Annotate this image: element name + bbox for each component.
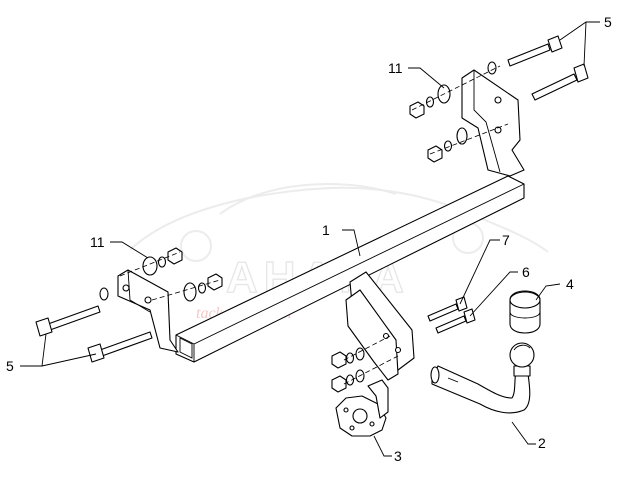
- axis-right-lower: [429, 123, 509, 155]
- fastener-stack-right: [409, 65, 509, 163]
- bolt-left-lower-shank: [99, 331, 153, 357]
- callout-5-right: 5: [604, 14, 612, 30]
- washer-left-lower: [183, 282, 197, 302]
- axis-left-lower: [151, 279, 221, 301]
- left-side-bracket: [117, 269, 179, 353]
- callout-1: 1: [322, 222, 330, 238]
- washer-centre-upper-2: [355, 347, 365, 361]
- leader-6: [469, 271, 518, 317]
- fastener-stack-centre: [331, 296, 476, 393]
- leader-11a: [408, 67, 445, 89]
- ball-cap-top: [509, 291, 541, 309]
- right-bracket-hole-lower: [494, 126, 502, 134]
- callout-11-left: 11: [90, 234, 105, 250]
- callout-labels: 1 2 3 4 5 5 6 7 11 11: [6, 14, 612, 464]
- centre-plate-hole-1: [382, 332, 390, 340]
- leader-7: [459, 239, 500, 305]
- ball-cap: [509, 290, 541, 334]
- centre-plate-hole-2: [394, 346, 402, 354]
- leader-3: [373, 435, 392, 457]
- washer-right-lower: [456, 127, 468, 145]
- lock-washer-left-upper: [157, 256, 167, 268]
- bolt-right-upper-shank: [507, 43, 551, 67]
- watermark-car-wheel-front: [180, 230, 212, 262]
- axis-right-upper: [411, 65, 501, 111]
- towball-ball-shine: [513, 344, 531, 351]
- bolt-left-upper-head: [35, 317, 53, 337]
- main-crossbar: [175, 175, 525, 363]
- nut-centre-lower: [331, 375, 347, 393]
- callout-2: 2: [538, 435, 546, 451]
- left-bracket-hole-lower: [144, 296, 152, 304]
- towball-neck-hole: [447, 377, 459, 383]
- left-bracket-flange: [127, 269, 151, 313]
- socket-plate-hole-3: [349, 425, 355, 431]
- socket-plate-centre-hole: [352, 408, 368, 424]
- socket-plate-arm: [367, 379, 389, 419]
- callout-4: 4: [566, 276, 574, 292]
- washer-left-bolt: [99, 287, 109, 301]
- lock-washer-left-lower: [197, 282, 207, 294]
- ball-cap-ring: [509, 311, 541, 319]
- axis-centre-lower: [343, 355, 399, 385]
- leader-2: [511, 421, 536, 445]
- nut-centre-upper: [331, 351, 347, 369]
- leader-5b: [20, 333, 97, 367]
- washer-centre-lower: [345, 374, 355, 386]
- bolt-6-head: [463, 308, 476, 324]
- washer-centre-upper: [345, 352, 355, 364]
- bolt-right-upper-head: [547, 35, 563, 53]
- socket-plate-hole-1: [343, 407, 349, 413]
- left-bracket-hole-upper: [122, 284, 130, 292]
- callout-11-right: 11: [388, 60, 403, 76]
- bolt-7-head: [455, 296, 468, 312]
- crossbar-tube-edge: [175, 183, 525, 362]
- nut-left-lower: [207, 273, 223, 291]
- callout-3: 3: [394, 448, 402, 464]
- axis-left-upper: [119, 251, 181, 277]
- towball-neck: [430, 342, 535, 414]
- leader-lines: [20, 21, 600, 457]
- bolt-left-lower-head: [87, 343, 105, 363]
- centre-plate-front: [345, 289, 399, 381]
- left-bracket-plate: [117, 269, 179, 353]
- socket-plate-hole-2: [369, 421, 375, 427]
- callout-7: 7: [502, 232, 510, 248]
- bolt-left-upper-shank: [47, 305, 101, 331]
- lock-washer-right-lower: [443, 140, 453, 152]
- right-side-bracket: [461, 69, 525, 177]
- callout-6: 6: [522, 264, 530, 280]
- callout-5-left: 5: [6, 358, 14, 374]
- leader-4: [535, 283, 561, 301]
- leader-1: [342, 229, 361, 257]
- socket-plate: [335, 379, 389, 437]
- axis-centre-upper: [343, 335, 391, 361]
- nut-left-upper: [167, 247, 183, 265]
- towball-neck-end: [430, 366, 440, 384]
- bolt-7-shank: [427, 303, 459, 322]
- leader-11b: [110, 241, 149, 259]
- fastener-stack-left: [35, 247, 223, 363]
- nut-right-lower: [427, 145, 443, 163]
- washer-11-left: [142, 256, 158, 276]
- towball-ball: [509, 342, 535, 368]
- lock-washer-right-upper: [425, 96, 435, 108]
- washer-right-upper: [487, 61, 497, 75]
- watermark-car-roof: [219, 182, 397, 215]
- bolt-6-shank: [435, 315, 467, 334]
- crossbar-tube-inner: [179, 337, 193, 359]
- bolt-set-right: [456, 35, 589, 145]
- leader-5a: [559, 21, 600, 67]
- right-bracket-hole-upper: [494, 96, 502, 104]
- right-bracket-flange: [473, 70, 501, 173]
- right-bracket-plate: [461, 69, 525, 177]
- bolt-right-lower-shank: [531, 73, 578, 101]
- centre-hitch-mount: [345, 271, 415, 381]
- bolt-right-lower-head: [573, 63, 589, 83]
